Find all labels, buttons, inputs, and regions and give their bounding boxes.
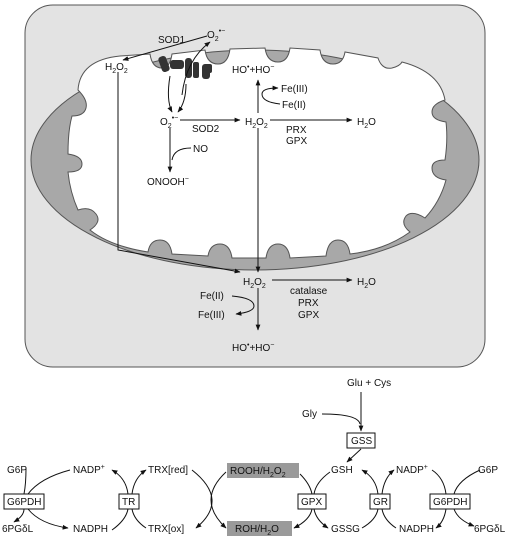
g6pdh-left-enzyme: G6PDH (3, 493, 45, 510)
gr-enzyme: GR (369, 493, 391, 510)
6pgdl-left-label: 6PGδL (2, 524, 34, 535)
tr-nadph-arc (111, 508, 129, 531)
nadp-left-arc (27, 469, 71, 495)
roh-product: ROH/H2O (227, 521, 292, 537)
svg-text:GSS: GSS (351, 436, 372, 447)
gpx-gssg-arc (313, 508, 329, 529)
h2o-mito-label: H2O (357, 117, 376, 130)
glu-cys-label: Glu + Cys (347, 378, 391, 389)
h2o2-mito-label: H2O2 (245, 117, 268, 130)
gr-nadp-arc (381, 469, 395, 495)
superoxide-outer-label: O2•− (207, 28, 225, 43)
nadph-right-label: NADPH (399, 524, 434, 535)
tr-trx-red-arc (131, 469, 147, 495)
svg-text:G6PDH: G6PDH (433, 497, 467, 508)
fe-cycle-cytosol-arc (231, 295, 255, 316)
complex-ii (170, 60, 184, 69)
trx-rooh-cross-2 (210, 471, 227, 529)
peroxynitrite-label: ONOOH− (147, 176, 189, 188)
mitochondrial-matrix (67, 47, 448, 259)
complex-i (158, 55, 170, 73)
catalase-label: catalase (290, 286, 328, 297)
h2o2-cytosol-label: H2O2 (243, 277, 266, 290)
gpx-mito-label: GPX (286, 136, 307, 147)
nadp-right-label: NADP+ (396, 464, 428, 476)
svg-text:TR: TR (122, 497, 135, 508)
trx-ox-label: TRX[ox] (148, 524, 184, 535)
nadph-left-label: NADPH (73, 524, 108, 535)
fe2-mito-label: Fe(II) (282, 100, 306, 111)
g6p-right-label: G6P (478, 465, 498, 476)
gssg-label: GSSG (331, 524, 360, 535)
g6pdh-right-6pgdl-arc (453, 508, 475, 527)
g6pdh-right-nadp-arc (431, 469, 447, 495)
trx-red-label: TRX[red] (148, 465, 188, 476)
pathway-arrows (13, 392, 481, 531)
gss-enzyme: GSS (346, 432, 376, 449)
svg-text:GPX: GPX (301, 497, 322, 508)
mitochondrion (30, 47, 480, 271)
gsh-label: GSH (331, 465, 353, 476)
sod2-label: SOD2 (192, 124, 220, 135)
gr-gsh-arc (361, 469, 379, 495)
prx-mito-label: PRX (286, 125, 307, 136)
g6p-left-label: G6P (7, 465, 27, 476)
tr-nadp-arc (111, 469, 129, 495)
nadp-left-label: NADP+ (73, 464, 105, 476)
nadph-left-arc (27, 508, 69, 530)
h2o-cytosol-label: H2O (357, 277, 376, 290)
gpx-roh-arc (293, 508, 313, 529)
trx-rooh-cross-1 (191, 469, 213, 529)
gr-nadph-arc (381, 508, 397, 529)
tr-enzyme: TR (118, 493, 140, 510)
gpx-rooh-arc (299, 473, 313, 495)
rooh-substrate: ROOH/H2O2 (227, 463, 299, 479)
gpx-enzyme: GPX (297, 493, 327, 510)
no-join-arc (171, 147, 192, 161)
svg-text:ROOH/H2O2: ROOH/H2O2 (230, 466, 286, 479)
gly-join-arc (321, 413, 361, 425)
6pgdl-right-label: 6PGδL (474, 524, 506, 535)
gpx-cytosol-label: GPX (298, 310, 319, 321)
complex-iii-b (193, 62, 199, 78)
g6pdh-left-lower (13, 508, 25, 523)
etc-to-outer-superoxide-arrow (181, 41, 211, 96)
h2o2-cytosol-route (117, 72, 241, 274)
fe3-mito-label: Fe(III) (281, 84, 308, 95)
sod1-arrow (122, 35, 208, 61)
svg-text:GR: GR (373, 497, 388, 508)
gly-label: Gly (302, 409, 317, 420)
g6pdh-right-g6p-arc (453, 469, 481, 495)
superoxide-mito-label: O2•− (160, 115, 178, 130)
g6pdh-left-upper (23, 467, 27, 495)
etc-to-mito-superoxide-arrow-2 (177, 83, 187, 113)
fe-cycle-mito-arc (261, 85, 281, 105)
hydroxyl-cytosol-label: HO•+HO− (232, 342, 274, 354)
g6pdh-right-nadph-arc (435, 508, 447, 529)
etc-to-mito-superoxide-arrow (167, 75, 173, 113)
g6pdh-right-enzyme: G6PDH (429, 493, 471, 510)
tr-trx-ox-arc (131, 508, 147, 529)
fe2-cytosol-label: Fe(II) (200, 291, 224, 302)
complex-iv-b (205, 64, 212, 73)
gss-to-gsh-arrow (346, 448, 362, 463)
svg-text:ROH/H2O: ROH/H2O (235, 524, 279, 537)
cell-arrows (117, 35, 353, 331)
gpx-gsh-arc (313, 471, 331, 495)
no-label: NO (193, 144, 208, 155)
gr-gssg-arc (361, 508, 379, 529)
fe3-cytosol-label: Fe(III) (198, 310, 225, 321)
h2o2-cytosol-left-label: H2O2 (105, 62, 128, 75)
sod1-label: SOD1 (158, 35, 186, 46)
prx-cytosol-label: PRX (298, 298, 319, 309)
svg-text:G6PDH: G6PDH (7, 497, 41, 508)
hydroxyl-mito-label: HO•+HO− (232, 64, 274, 76)
